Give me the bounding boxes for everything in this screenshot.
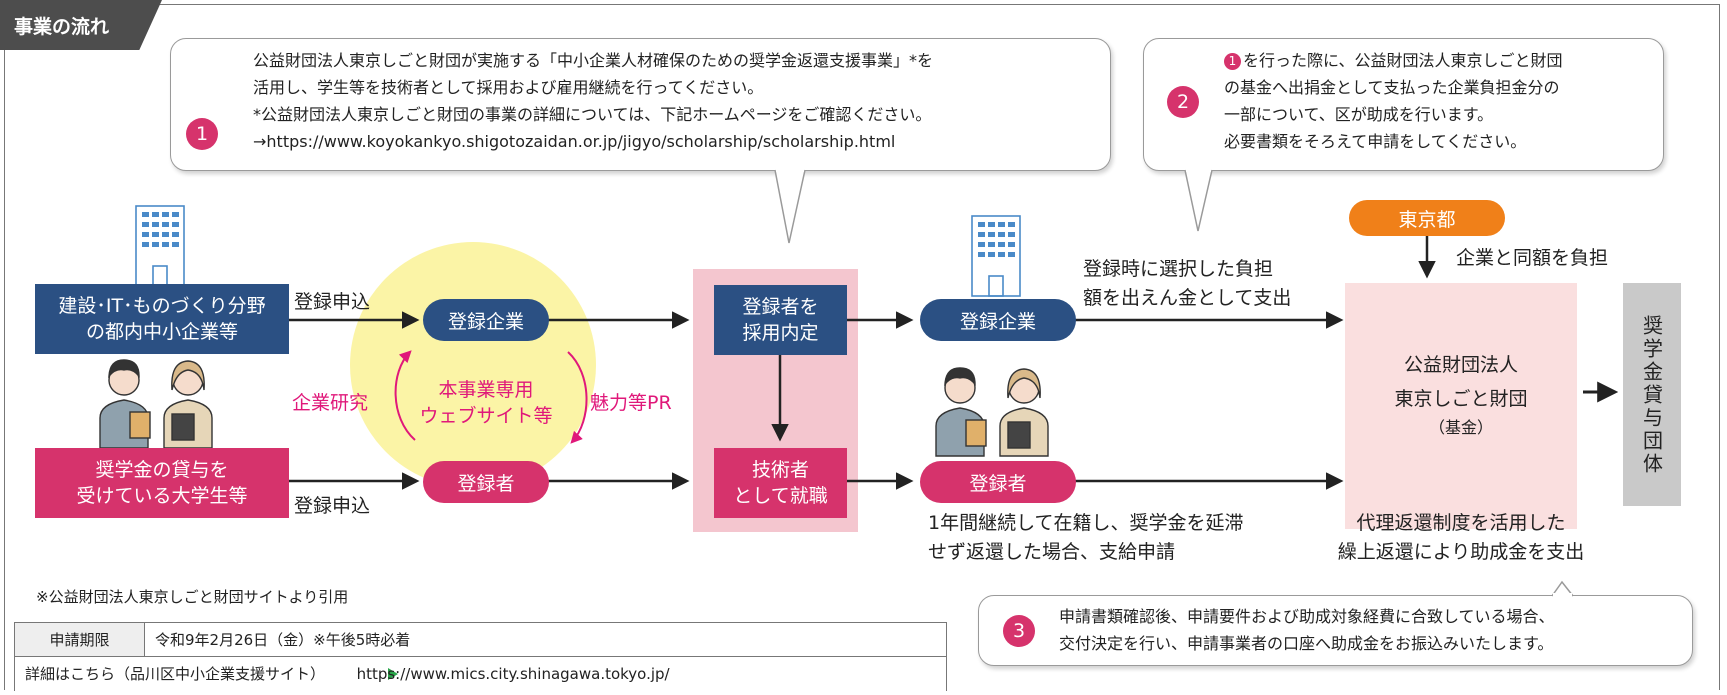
company-research-label: 企業研究 — [292, 392, 369, 414]
registered-company-pill-2: 登録企業 — [920, 299, 1076, 341]
table-row: 申請期限 令和9年2月26日（金）※午後5時必着 — [14, 622, 947, 657]
section-tab: 事業の流れ — [0, 0, 162, 50]
appeal-pr-label: 魅力等PR — [590, 392, 672, 414]
callout-2-line-2: の基金へ出捐金として支払った企業負担金分の — [1224, 78, 1560, 97]
callout-3: 申請書類確認後、申請要件および助成対象経費に合致している場合、 交付決定を行い、… — [978, 595, 1693, 666]
repay-note: 代理返還制度を活用した 繰上返還により助成金を支出 — [1337, 512, 1585, 563]
same-amount-label: 企業と同額を負担 — [1456, 247, 1609, 269]
university-student-box: 奨学金の貸与を受けている大学生等 — [35, 448, 289, 518]
callout-1-line-3: *公益財団法人東京しごと財団の事業の詳細については、下記ホームページをご確認くだ… — [253, 105, 932, 124]
students-icon — [935, 367, 1049, 457]
curve-arrow-appeal-pr — [567, 351, 588, 444]
callout-2-line-3: 一部について、区が助成を行います。 — [1224, 105, 1494, 124]
callout-2-line-4: 必要書類をそろえて申請をしてください。 — [1224, 132, 1527, 151]
callout-3-line-1: 申請書類確認後、申請要件および助成対象経費に合致している場合、 — [1059, 607, 1555, 626]
students-icon — [99, 359, 213, 449]
registrant-pill-2: 登録者 — [920, 461, 1076, 503]
job-offer-box: 登録者を採用内定 — [714, 285, 847, 355]
payment-note: 登録時に選択した負担 額を出えん金として支出 — [1083, 258, 1292, 309]
callout-1: 公益財団法人東京しごと財団が実施する「中小企業人材確保のための奨学金返還支援事業… — [170, 38, 1111, 171]
building-icon — [971, 215, 1021, 297]
tokyo-metro-pill: 東京都 — [1349, 200, 1505, 236]
step-1-badge: 1 — [186, 118, 218, 150]
deadline-label: 申請期限 — [14, 622, 145, 657]
scholarship-org-panel — [1623, 283, 1681, 506]
table-row: 詳細はこちら（品川区中小企業支援サイト） https://www.mics.ci… — [14, 656, 947, 691]
callout-1-line-4: →https://www.koyokankyo.shigotozaidan.or… — [253, 132, 896, 151]
website-circle — [350, 242, 596, 488]
callout-1-line-2: 活用し、学生等を技術者として採用および雇用継続を行ってください。 — [253, 78, 764, 97]
building-icon — [135, 205, 185, 287]
register-apply-label-bottom: 登録申込 — [294, 495, 371, 517]
details-text: 詳細はこちら（品川区中小企業支援サイト） — [25, 665, 326, 684]
callout-2-line-1: を行った際に、公益財団法人東京しごと財団 — [1243, 51, 1563, 70]
ref-step-1-badge: 1 — [1224, 53, 1241, 70]
info-table: 申請期限 令和9年2月26日（金）※午後5時必着 詳細はこちら（品川区中小企業支… — [14, 622, 947, 691]
callout-3-tail — [1551, 580, 1574, 597]
foundation-label: 公益財団法人 東京しごと財団 （基金） — [1394, 354, 1528, 437]
diagram-frame — [4, 4, 1720, 690]
callout-2-tail — [1184, 169, 1213, 232]
dedicated-website-label: 本事業専用 ウェブサイト等 — [419, 379, 553, 427]
deadline-value: 令和9年2月26日（金）※午後5時必着 — [144, 622, 947, 657]
step-2-badge: 2 — [1167, 86, 1199, 118]
continue-note: 1年間継続して在籍し、奨学金を延滞 せず返還した場合、支給申請 — [928, 512, 1244, 563]
callout-1-line-1: 公益財団法人東京しごと財団が実施する「中小企業人材確保のための奨学金返還支援事業… — [253, 51, 934, 70]
registered-company-pill: 登録企業 — [423, 299, 549, 341]
step-3-badge: 3 — [1003, 615, 1035, 647]
citation-note: ※公益財団法人東京しごと財団サイトより引用 — [36, 588, 349, 606]
callout-3-line-2: 交付決定を行い、申請事業者の口座へ助成金をお振込みいたします。 — [1059, 634, 1554, 653]
details-link[interactable]: https://www.mics.city.shinagawa.tokyo.jp… — [356, 665, 670, 684]
scholarship-org-label: 奨学金貸与団体 — [1639, 314, 1664, 476]
sme-company-box: 建設･IT･ものづくり分野の都内中小企業等 — [35, 284, 289, 354]
registrant-pill: 登録者 — [423, 461, 549, 503]
register-apply-label-top: 登録申込 — [294, 291, 371, 313]
curve-arrow-company-research — [394, 350, 416, 441]
foundation-panel — [1345, 283, 1577, 529]
callout-1-tail — [774, 169, 806, 244]
employed-engineer-box: 技術者として就職 — [714, 448, 847, 518]
